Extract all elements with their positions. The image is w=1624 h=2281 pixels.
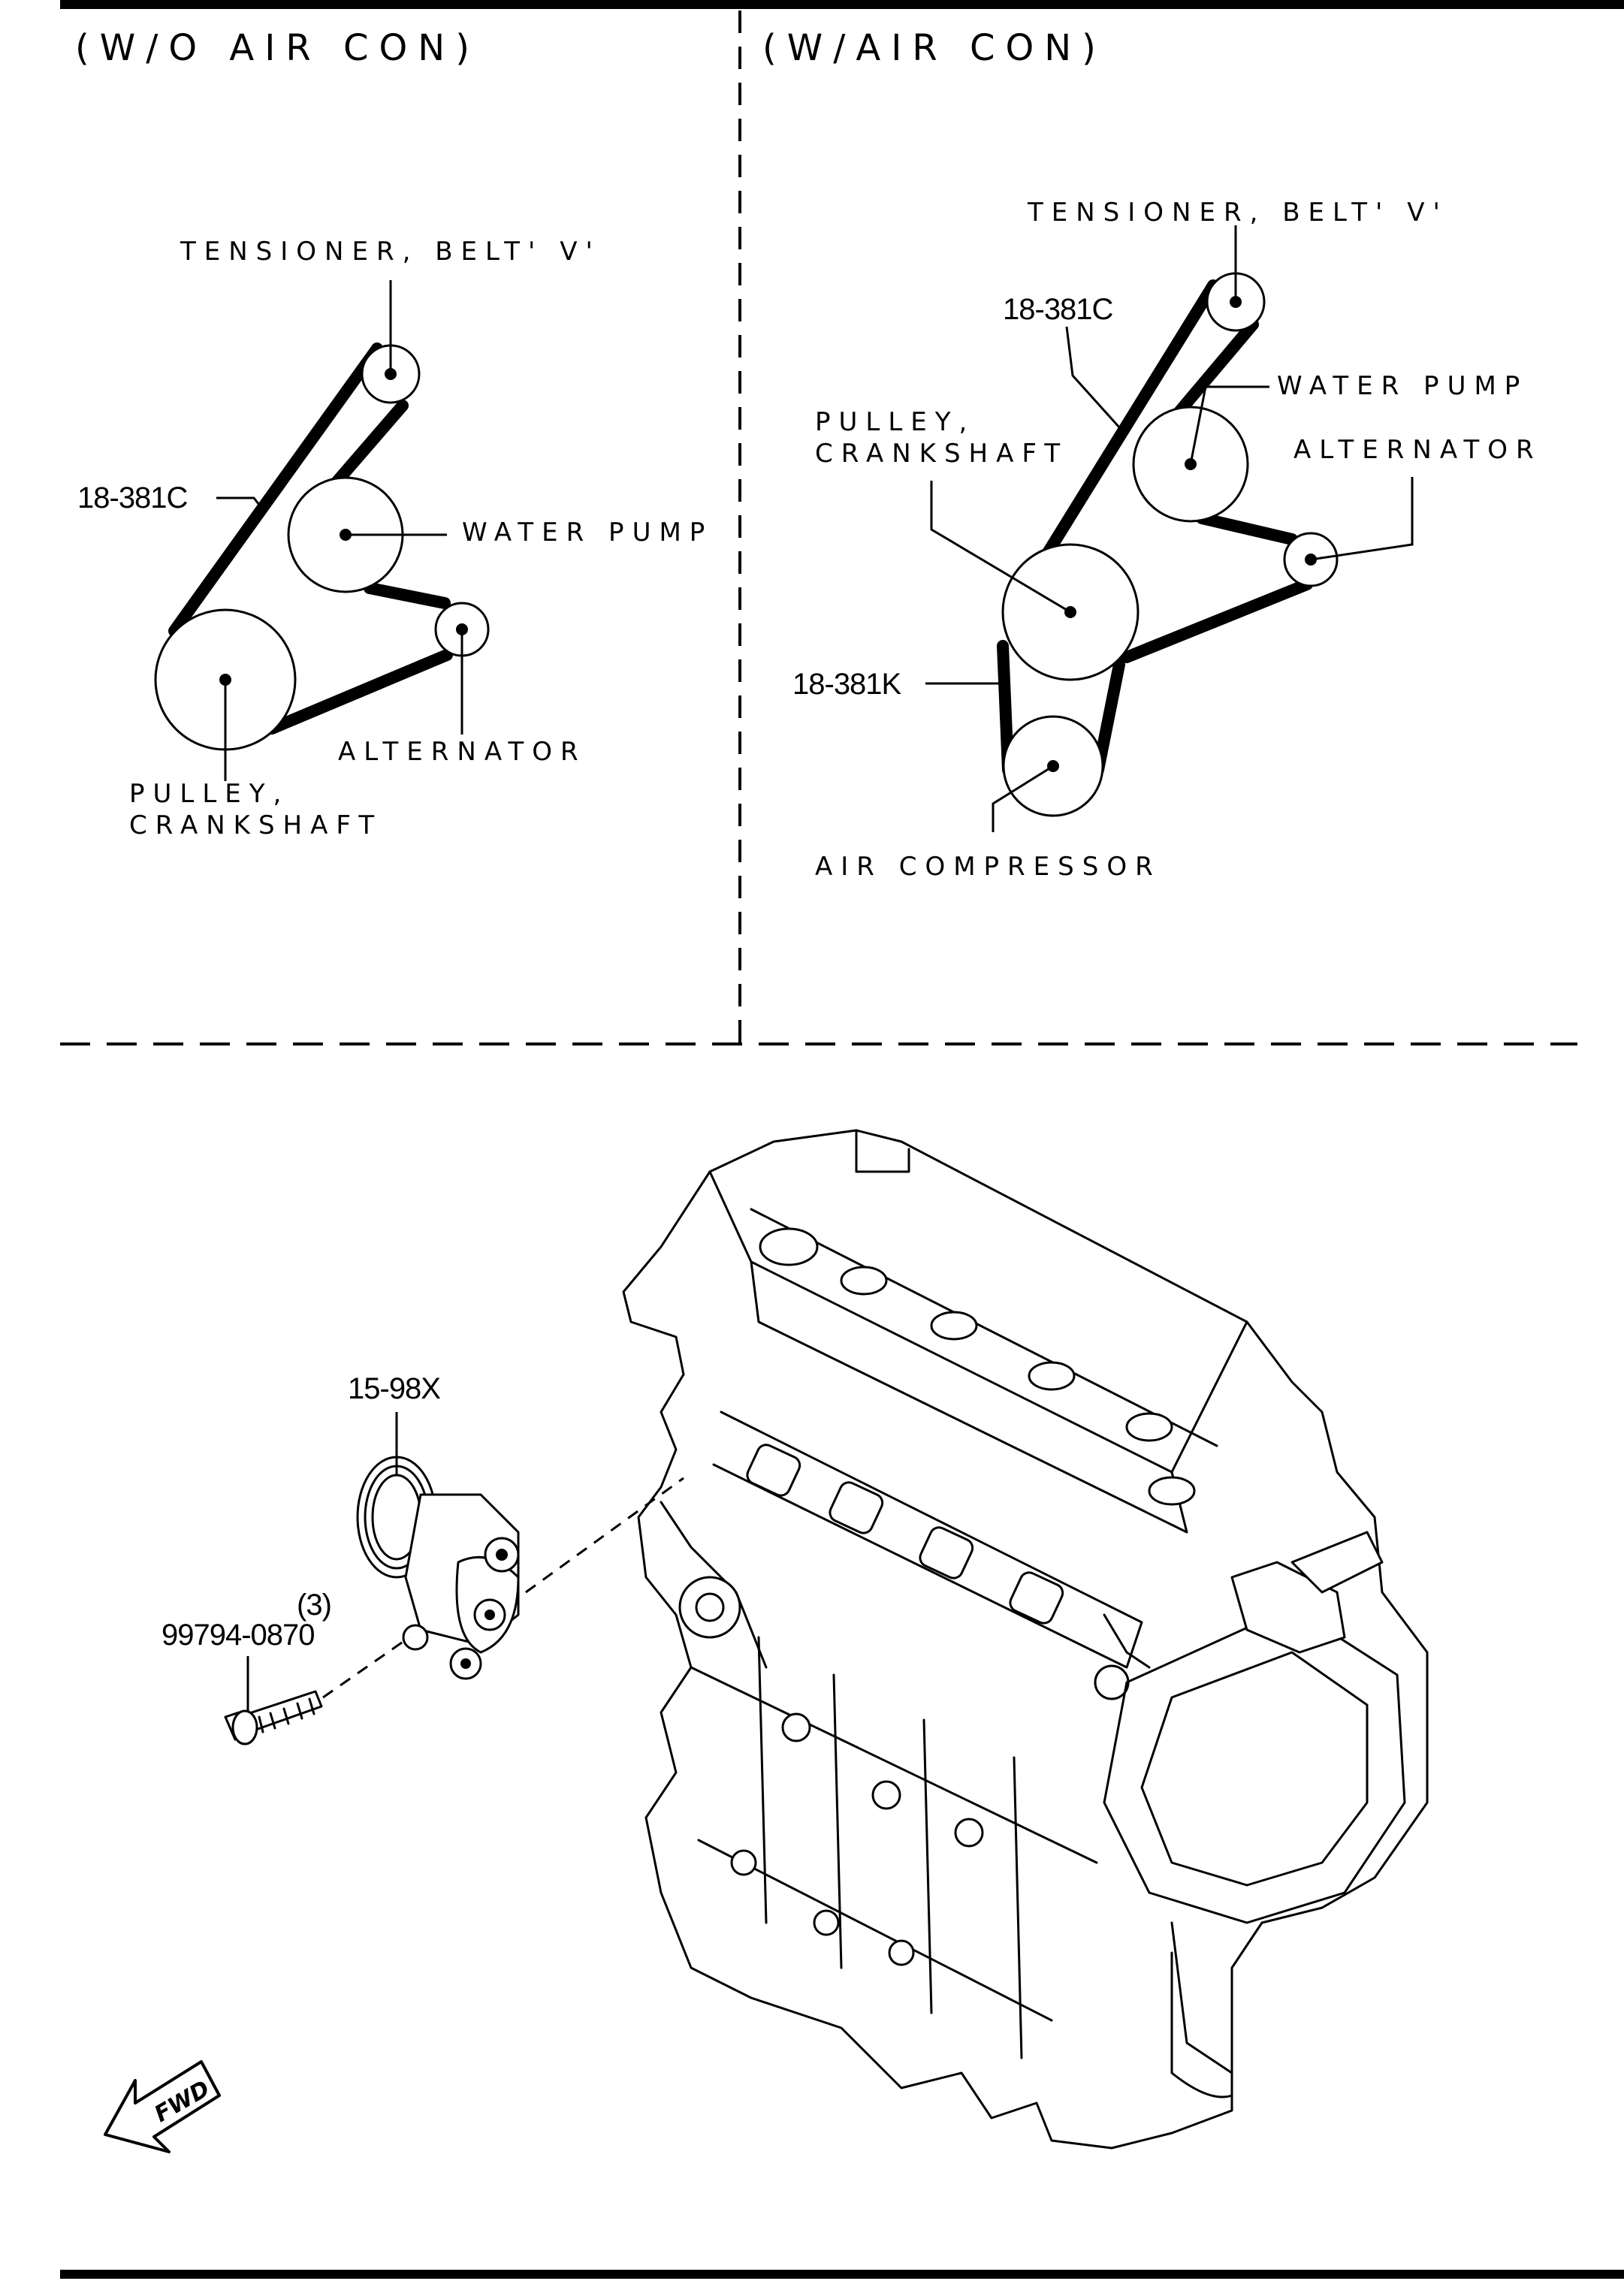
alternator-label: ALTERNATOR — [338, 737, 587, 767]
crankshaft-label-line2: CRANKSHAFT — [129, 810, 382, 840]
bolt — [224, 1690, 323, 1745]
top-border — [60, 0, 1624, 9]
belt-part-number-k: 18-381K — [792, 668, 902, 701]
crankshaft-label-line1: PULLEY, — [129, 779, 289, 809]
belt-part-number-c: 18-381C — [1003, 293, 1113, 326]
bolt-quantity: (3) — [297, 1589, 331, 1622]
fwd-arrow-icon: FWD — [104, 2060, 221, 2153]
alternator-label: ALTERNATOR — [1293, 435, 1542, 465]
belt-18-381c — [1031, 279, 1313, 663]
alignment-line-bolt — [322, 1636, 410, 1699]
panel-without-air-con: (W/O AIR CON) — [75, 27, 713, 840]
tensioner-label: TENSIONER, BELT' V' — [1027, 198, 1448, 228]
crankshaft-label-line1: PULLEY, — [815, 407, 975, 437]
panel-header: (W/AIR CON) — [762, 27, 1106, 69]
panel-header: (W/O AIR CON) — [75, 27, 480, 69]
belt-tensioner-assembly — [356, 1456, 520, 1680]
water-pump-label: WATER PUMP — [462, 517, 713, 548]
panel-with-air-con: (W/AIR CON) — [762, 27, 1542, 882]
engine-block — [622, 1129, 1429, 2150]
bolt-part-number: 99794-0870 — [161, 1619, 315, 1652]
air-compressor-label: AIR COMPRESSOR — [815, 852, 1161, 882]
tensioner-label: TENSIONER, BELT' V' — [180, 237, 601, 267]
bottom-border — [60, 2270, 1624, 2279]
crankshaft-label-line2: CRANKSHAFT — [815, 439, 1068, 469]
belt-part-number: 18-381C — [77, 481, 188, 514]
tensioner-part-number: 15-98X — [348, 1372, 440, 1405]
alignment-line-tensioner — [525, 1477, 684, 1594]
water-pump-label: WATER PUMP — [1277, 371, 1528, 401]
